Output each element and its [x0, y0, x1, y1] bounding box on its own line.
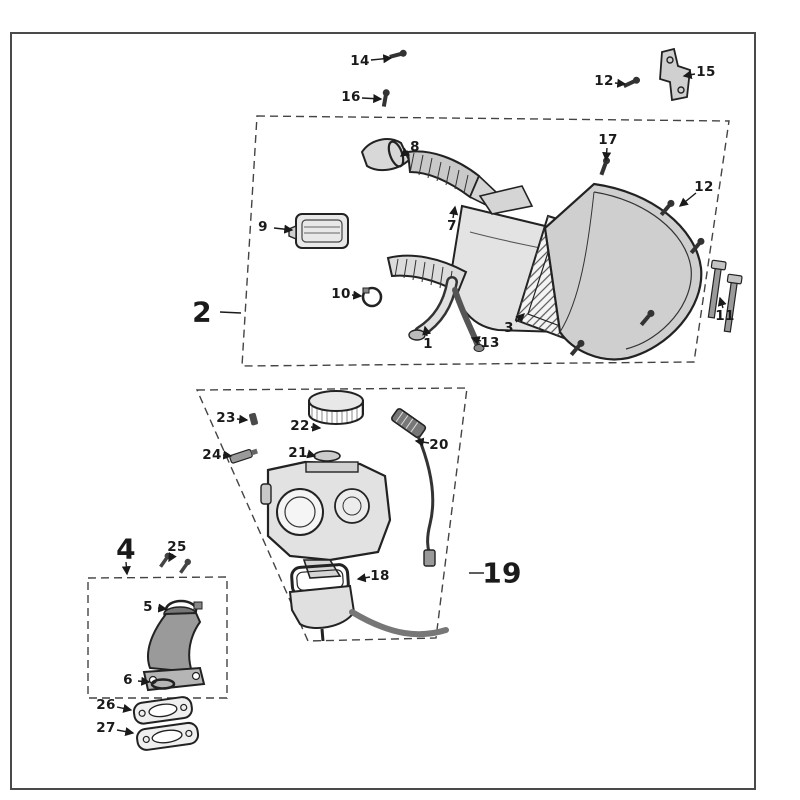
- airbox-right-shell: [543, 182, 703, 361]
- mounting-bolts: [707, 259, 743, 333]
- group-4-boundary: [87, 576, 228, 699]
- gasket-26: [132, 696, 193, 725]
- screw-12-top: [622, 76, 640, 88]
- jet: [249, 412, 259, 426]
- manifold-screws: [159, 552, 192, 574]
- group-19-boundary: [195, 387, 468, 642]
- gasket-27: [136, 721, 200, 751]
- screw-17: [599, 157, 611, 176]
- corrugated-duct: [406, 150, 498, 208]
- screw-16: [381, 89, 390, 107]
- intake-pipe: [408, 276, 458, 341]
- carburettor-body: [260, 460, 392, 579]
- inlet-elbow: [360, 138, 411, 172]
- border-frame: [10, 32, 756, 790]
- drain-hose: [349, 609, 449, 638]
- hose-clamp: [361, 286, 383, 308]
- intake-manifold: [142, 606, 206, 692]
- carb-top-cap: [308, 390, 364, 425]
- cover-screws: [569, 199, 705, 357]
- throttle-cable: [391, 408, 436, 567]
- float-bowl: [288, 584, 356, 642]
- airbox-cover: [288, 213, 349, 249]
- mounting-bracket: [659, 47, 691, 102]
- screw-14: [389, 49, 407, 59]
- plug: [229, 448, 258, 464]
- o-ring: [150, 678, 176, 690]
- group-2-boundary: [241, 115, 730, 367]
